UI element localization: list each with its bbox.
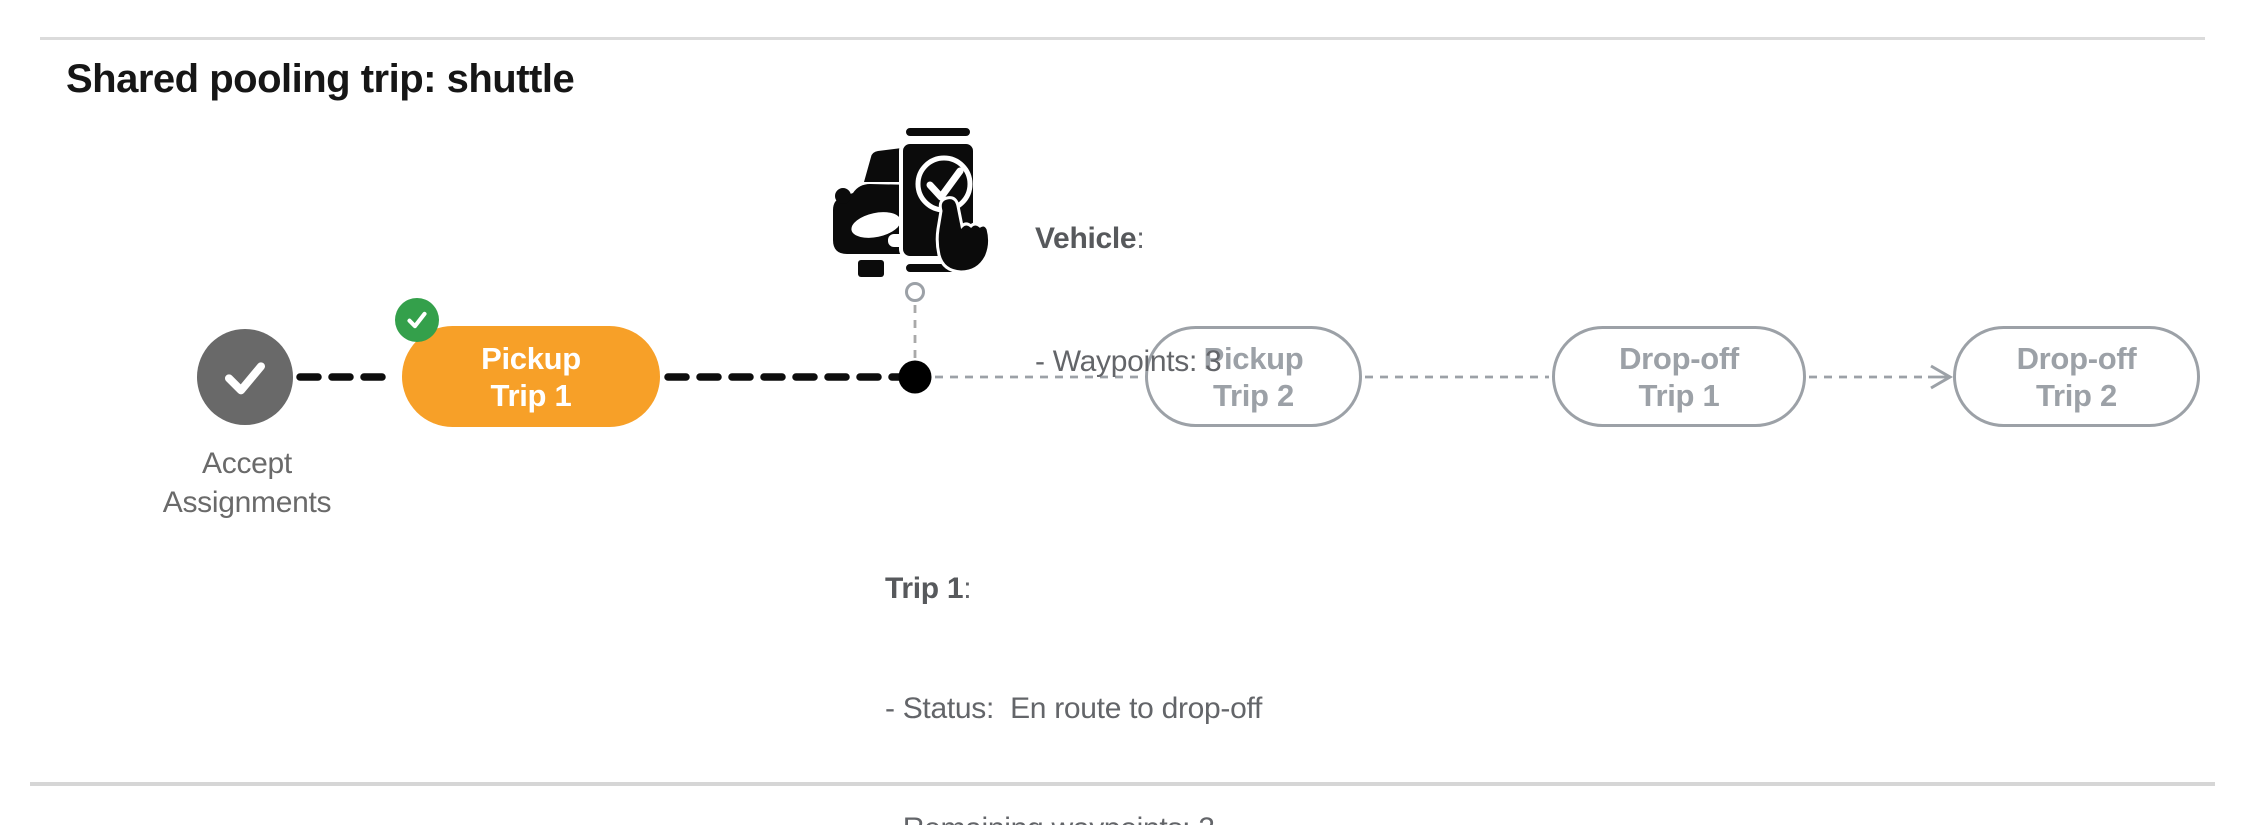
check-icon: [407, 311, 427, 329]
car-mirror: [835, 188, 851, 204]
trip-1-heading-label: Trip 1: [885, 572, 964, 605]
pickup-trip-2-label-line-2: Trip 2: [1213, 377, 1294, 413]
top-divider: [40, 37, 2205, 40]
dropoff-trip-1-node: Drop-off Trip 1: [1552, 326, 1806, 427]
bottom-divider: [30, 782, 2215, 786]
vehicle-icon: [828, 124, 993, 284]
dropoff-trip-2-label-line-2: Trip 2: [2036, 377, 2117, 413]
pickup-trip-1-label-line-2: Trip 1: [490, 377, 572, 413]
vehicle-heading-label: Vehicle: [1035, 222, 1137, 255]
completed-check-badge: [395, 298, 439, 342]
arrowhead-icon: [1930, 364, 1953, 390]
dropoff-trip-2-node: Drop-off Trip 2: [1953, 326, 2200, 427]
trip-1-status: - Status: En route to drop-off: [885, 692, 1263, 725]
car-windshield: [851, 212, 901, 238]
check-icon: [225, 362, 265, 395]
hand-pointer: [935, 196, 992, 274]
dropoff-trip-2-label-line-1: Drop-off: [2016, 340, 2137, 376]
current-position-dot: [898, 360, 932, 394]
dropoff-trip-1-label-line-1: Drop-off: [1619, 340, 1739, 376]
trip-1-remaining-waypoints: - Remaining waypoints: 2: [885, 809, 1262, 825]
vehicle-heading-colon: :: [1136, 222, 1145, 255]
accept-assignments-label: Accept Assignments: [97, 444, 397, 522]
trip-status-info: Trip 1: - Status: En route to drop-off -…: [885, 489, 1262, 825]
vehicle-detail-waypoints: - Waypoints: 3: [1035, 345, 1222, 378]
pickup-trip-1-node: Pickup Trip 1: [395, 298, 660, 427]
dropoff-trip-1-label-line-2: Trip 1: [1638, 377, 1720, 413]
vehicle-heading: Vehicle:: [1035, 218, 1221, 259]
accept-assignments-node: [197, 329, 293, 425]
pickup-trip-1-label-line-1: Pickup: [481, 340, 581, 376]
page-title: Shared pooling trip: shuttle: [66, 57, 575, 101]
accept-label-line-2: Assignments: [162, 486, 332, 519]
vehicle-info: Vehicle: - Waypoints: 3: [1035, 136, 1222, 464]
accept-label-line-1: Accept: [202, 447, 292, 480]
vehicle-anchor-circle: [905, 282, 925, 302]
phone-top-bar: [902, 124, 974, 140]
trip-1-heading-colon: :: [963, 572, 972, 605]
phone-check-mark: [926, 167, 964, 201]
pickup-trip-2-node: Pickup Trip 2: [1145, 326, 1362, 427]
pickup-trip-2-label-line-1: Pickup: [1203, 340, 1304, 376]
trip-1-heading: Trip 1:: [885, 569, 1262, 609]
car-wheel: [858, 260, 884, 277]
